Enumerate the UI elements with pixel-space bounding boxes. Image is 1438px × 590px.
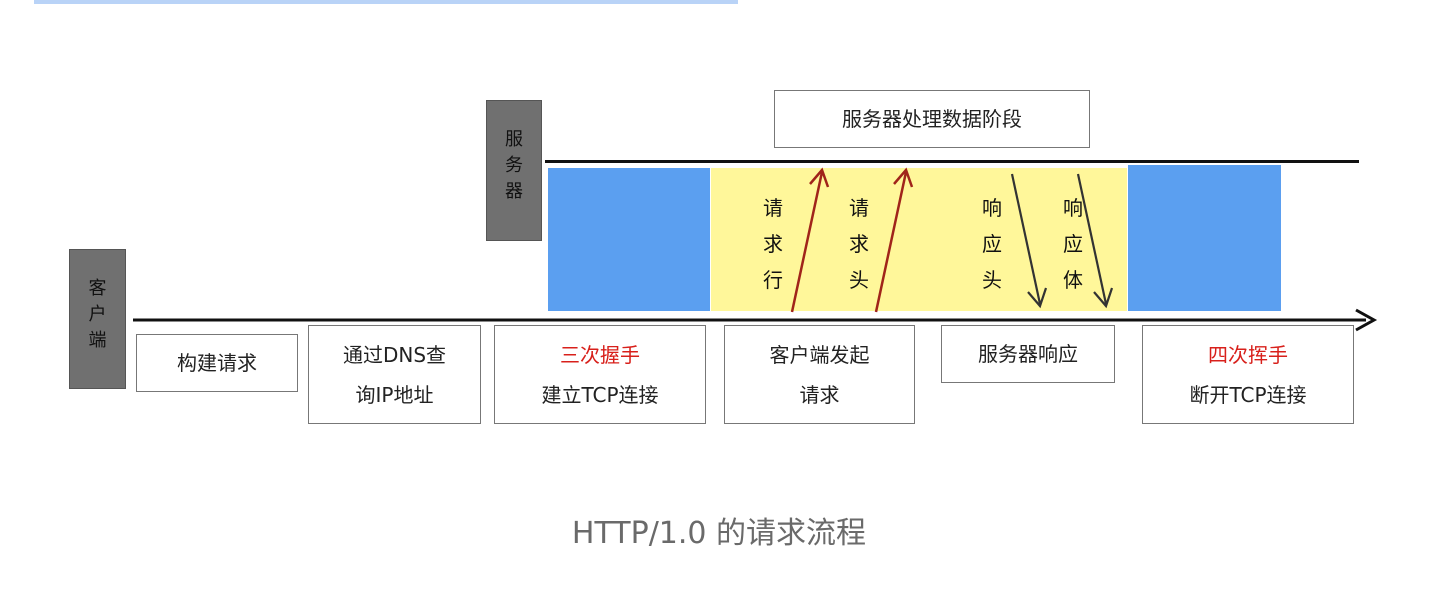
- top-accent-bar: [34, 0, 738, 4]
- step-build-request: 构建请求: [136, 334, 298, 392]
- client-label-char: 客: [88, 278, 107, 299]
- response-body-arrowhead: [1093, 287, 1114, 309]
- step-line1: 四次挥手: [1208, 342, 1288, 367]
- server-timeline: [545, 160, 1359, 163]
- step-line2: 询IP地址: [355, 382, 434, 407]
- step-line2: 建立TCP连接: [541, 382, 659, 407]
- request-line-arrowhead: [809, 167, 830, 188]
- label-char: 头: [982, 268, 1002, 292]
- request-line-arrow: [790, 171, 824, 313]
- step-line2: 请求: [799, 382, 840, 407]
- label-char: 响: [982, 196, 1002, 220]
- label-char: 头: [849, 268, 869, 292]
- request-line-label: 请 求 行: [758, 190, 788, 298]
- response-body-arrow: [1076, 173, 1108, 305]
- step-three-way-handshake: 三次握手 建立TCP连接: [494, 325, 706, 424]
- step-line1: 构建请求: [177, 351, 257, 375]
- client-timeline-arrowhead: [1355, 308, 1378, 332]
- response-header-label: 响 应 头: [977, 190, 1007, 298]
- label-char: 体: [1063, 268, 1083, 292]
- client-label-char: 户: [88, 304, 107, 325]
- label-char: 响: [1063, 196, 1083, 220]
- request-header-arrowhead: [893, 167, 914, 188]
- step-line2: 断开TCP连接: [1189, 382, 1307, 407]
- client-label-char: 端: [88, 330, 107, 351]
- request-header-label: 请 求 头: [844, 190, 874, 298]
- step-line1: 服务器响应: [978, 342, 1078, 366]
- response-header-arrowhead: [1027, 287, 1048, 309]
- step-server-response: 服务器响应: [941, 325, 1115, 383]
- figure-caption: HTTP/1.0 的请求流程: [571, 516, 867, 551]
- response-header-arrow: [1010, 173, 1042, 305]
- label-char: 求: [763, 232, 783, 256]
- label-char: 请: [849, 196, 869, 220]
- client-label: 客 户 端: [69, 249, 126, 389]
- label-char: 应: [982, 232, 1002, 256]
- tcp-teardown-band: [1128, 165, 1281, 311]
- step-dns-lookup: 通过DNS查 询IP地址: [308, 325, 481, 424]
- server-phase-title-text: 服务器处理数据阶段: [842, 107, 1022, 131]
- server-label-char: 务: [505, 155, 523, 176]
- tcp-handshake-band: [548, 168, 710, 311]
- data-processing-band: [711, 168, 1127, 311]
- response-body-label: 响 应 体: [1058, 190, 1088, 298]
- label-char: 行: [763, 268, 783, 292]
- server-label-char: 器: [505, 181, 523, 202]
- step-four-way-handshake: 四次挥手 断开TCP连接: [1142, 325, 1354, 424]
- label-char: 求: [849, 232, 869, 256]
- step-client-request: 客户端发起 请求: [724, 325, 915, 424]
- step-line1: 通过DNS查: [342, 342, 447, 367]
- request-header-arrow: [874, 171, 908, 313]
- label-char: 应: [1063, 232, 1083, 256]
- label-char: 请: [763, 196, 783, 220]
- step-line1: 三次握手: [560, 342, 640, 367]
- server-label: 服 务 器: [486, 100, 542, 241]
- step-line1: 客户端发起: [769, 342, 870, 367]
- server-label-char: 服: [505, 129, 523, 150]
- server-phase-title: 服务器处理数据阶段: [774, 90, 1090, 148]
